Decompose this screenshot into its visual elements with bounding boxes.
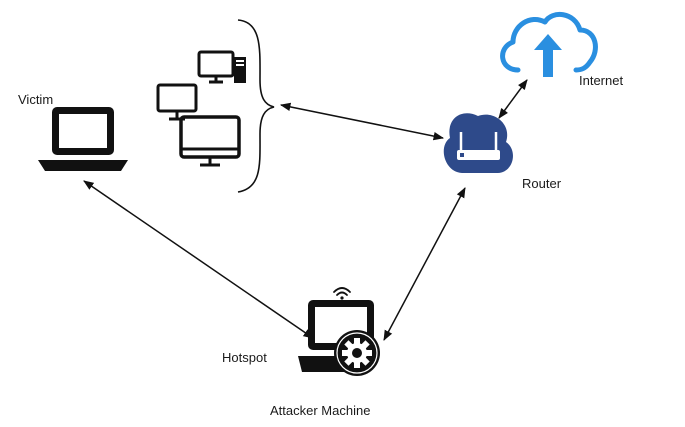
attacker-machine-label: Attacker Machine [270, 403, 371, 418]
router-label: Router [522, 176, 562, 191]
link-internet-router [498, 79, 528, 119]
desktop-computers-icon [156, 50, 246, 167]
attacker-laptop-gear-icon [298, 300, 380, 376]
group-brace [237, 19, 275, 193]
router-icon [443, 113, 513, 173]
cloud-upload-icon [500, 12, 598, 77]
victim-laptop-icon [38, 107, 128, 171]
hotspot-label: Hotspot [222, 350, 267, 365]
victim-label: Victim [18, 92, 54, 107]
internet-label: Internet [579, 73, 624, 88]
link-router-computers [279, 102, 445, 141]
link-victim-attacker [83, 180, 314, 339]
wifi-icon [333, 287, 351, 300]
link-router-attacker [383, 187, 466, 341]
